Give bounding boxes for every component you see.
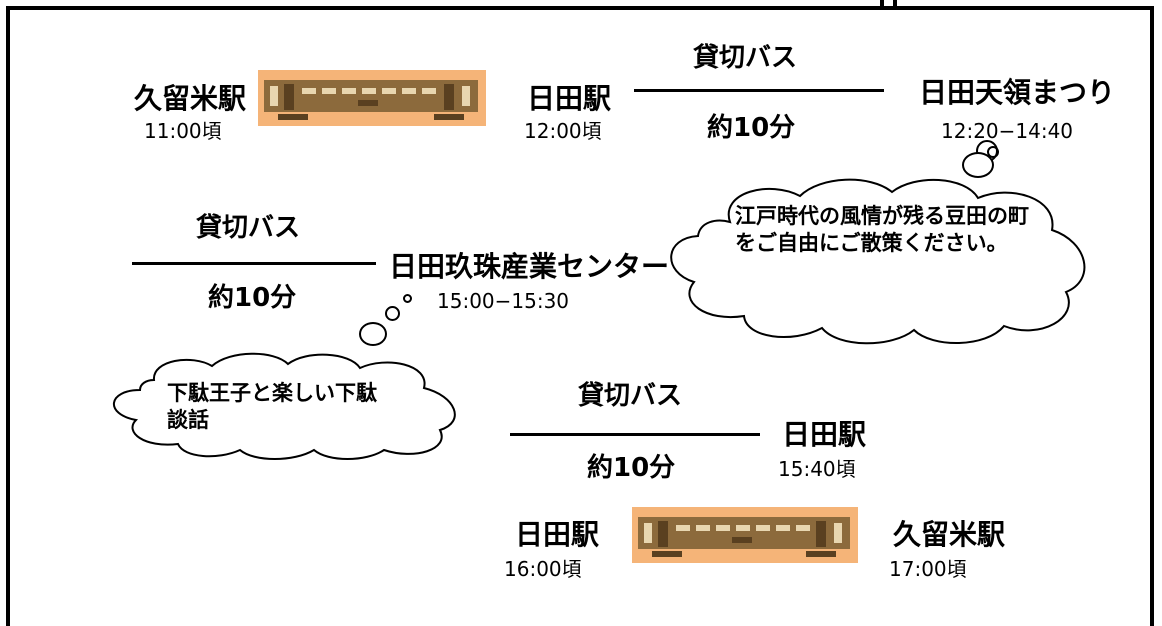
station-kurume-start: 久留米駅 [134,82,247,115]
bus-label-2: 貸切バス [196,213,301,243]
thought-bubble-dot [962,152,994,178]
time-hita-kusu-center: 15:00−15:30 [437,289,570,313]
diagram-frame [6,6,1154,626]
station-hita-3: 日田駅 [515,518,600,551]
station-hita-2: 日田駅 [782,418,867,451]
cloud-text-mameda: 江戸時代の風情が残る豆田の町をご自由にご散策ください。 [735,204,1029,255]
duration-2: 約10分 [208,283,297,313]
cloud-callout-geta [113,352,456,460]
frame-tick [880,0,884,7]
frame-tick [893,0,897,7]
time-hita-1: 12:00頃 [524,119,602,143]
thought-bubble-dot [385,306,400,321]
bus-label-1: 貸切バス [693,43,798,73]
route-line-2 [132,262,376,265]
station-tenryo-festival: 日田天領まつり [919,76,1116,109]
time-kurume-start: 11:00頃 [144,119,222,143]
bus-label-3: 貸切バス [578,381,683,411]
frame-top-gap [858,0,1118,6]
route-line-1 [634,89,884,92]
thought-bubble-dot [359,322,387,346]
cloud-callout-mameda [670,178,1086,345]
duration-1: 約10分 [707,113,796,143]
train-icon [258,70,486,126]
time-hita-3: 16:00頃 [504,557,582,581]
train-icon [632,507,858,563]
time-tenryo-festival: 12:20−14:40 [941,119,1074,143]
station-hita-kusu-center: 日田玖珠産業センター [389,250,670,283]
route-line-3 [510,433,760,436]
time-kurume-end: 17:00頃 [889,557,967,581]
cloud-text-geta: 下駄王子と楽しい下駄談話 [167,381,377,432]
duration-3: 約10分 [587,453,676,483]
station-kurume-end: 久留米駅 [893,518,1006,551]
time-hita-2: 15:40頃 [778,457,856,481]
station-hita-1: 日田駅 [527,82,612,115]
thought-bubble-dot [403,294,412,303]
